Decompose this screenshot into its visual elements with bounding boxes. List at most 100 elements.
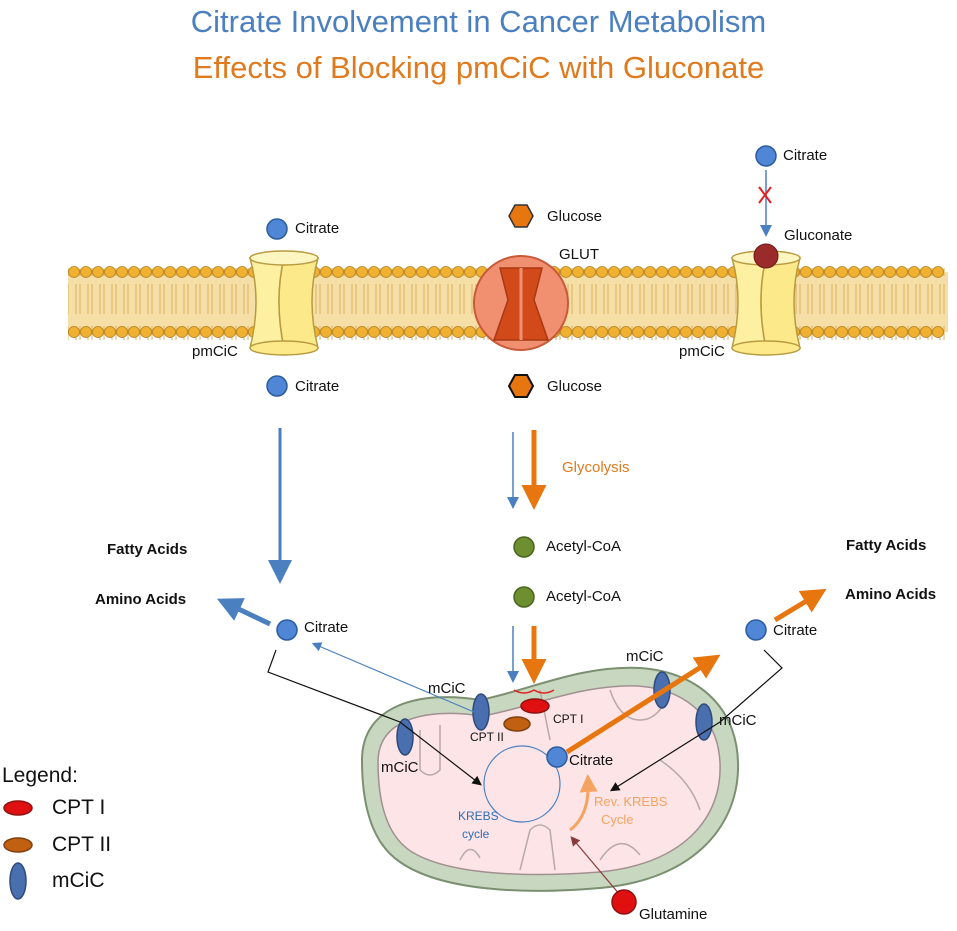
lipid-head — [368, 326, 380, 338]
lipid-head — [152, 326, 164, 338]
citrate-label-right: Citrate — [773, 622, 818, 639]
lipid-head — [224, 266, 236, 278]
lipid-head — [164, 326, 176, 338]
lipid-head — [692, 266, 704, 278]
lipid-head — [380, 266, 392, 278]
fatty-acids-label-right: Fatty Acids — [846, 537, 927, 554]
lipid-head — [620, 266, 632, 278]
lipid-head — [872, 266, 884, 278]
lipid-head — [800, 326, 812, 338]
lipid-head — [128, 266, 140, 278]
mcic-label-upper-left: mCiC — [428, 680, 466, 697]
lipid-head — [716, 326, 728, 338]
citrate-label-cytosol: Citrate — [295, 378, 340, 395]
citrate-molecule-outside — [266, 218, 288, 240]
lipid-head — [320, 326, 332, 338]
pmcic-transporter-left — [249, 250, 319, 356]
lipid-head — [140, 266, 152, 278]
citrate-label-left: Citrate — [304, 619, 349, 636]
lipid-head — [656, 326, 668, 338]
legend-item-cpt1: CPT I — [52, 796, 106, 819]
glucose-molecule-outside — [508, 204, 534, 228]
glucose-label-outside: Glucose — [547, 208, 603, 225]
lipid-head — [836, 266, 848, 278]
mcic-label-right: mCiC — [719, 712, 757, 729]
lipid-head — [920, 266, 932, 278]
citrate-molecule-left — [276, 619, 298, 641]
lipid-head — [200, 266, 212, 278]
lipid-head — [380, 326, 392, 338]
lipid-head — [620, 326, 632, 338]
citrate-export-orange-arrow — [565, 654, 721, 755]
glutamine-arrow — [570, 836, 621, 896]
legend-cpt1-icon — [3, 800, 33, 816]
legend-mcic-icon — [9, 862, 27, 900]
pmcic-label-right: pmCiC — [679, 343, 725, 360]
lipid-head — [212, 326, 224, 338]
lipid-head — [392, 266, 404, 278]
inhibition-bracket — [513, 689, 555, 694]
lipid-head — [332, 266, 344, 278]
lipid-head — [704, 326, 716, 338]
legend-title: Legend: — [2, 764, 78, 787]
citrate-to-fatty-acids-arrow — [216, 598, 272, 627]
lipid-head — [452, 326, 464, 338]
krebs-label-line1: KREBS — [458, 809, 499, 823]
lipid-head — [668, 266, 680, 278]
lipid-head — [596, 326, 608, 338]
lipid-head — [632, 266, 644, 278]
lipid-head — [848, 326, 860, 338]
lipid-head — [428, 326, 440, 338]
lipid-head — [560, 326, 572, 338]
citrate-label-mitochondrial: Citrate — [569, 752, 614, 769]
lipid-head — [440, 326, 452, 338]
lipid-head — [584, 266, 596, 278]
citrate-molecule-mitochondrial — [546, 746, 568, 768]
right-citrate-import-arrow — [609, 649, 783, 792]
glycolysis-label: Glycolysis — [562, 459, 630, 476]
lipid-head — [716, 266, 728, 278]
krebs-cycle-circle — [483, 745, 561, 823]
lipid-head — [428, 266, 440, 278]
legend-item-cpt2: CPT II — [52, 833, 112, 856]
lipid-head — [200, 326, 212, 338]
pmcic-label-left: pmCiC — [192, 343, 238, 360]
amino-acids-label-left: Amino Acids — [95, 591, 187, 608]
legend-item-mcic: mCiC — [52, 869, 105, 892]
left-citrate-import-arrow — [267, 649, 482, 786]
title-line-2: Effects of Blocking pmCiC with Gluconate — [192, 50, 765, 85]
glutamine-label: Glutamine — [639, 906, 708, 923]
lipid-head — [908, 326, 920, 338]
lipid-head — [812, 266, 824, 278]
cpt2-enzyme — [503, 716, 531, 732]
lipid-head — [344, 326, 356, 338]
lipid-head — [860, 266, 872, 278]
lipid-head — [92, 266, 104, 278]
lipid-head — [164, 266, 176, 278]
lipid-head — [800, 266, 812, 278]
lipid-head — [80, 326, 92, 338]
lipid-head — [404, 266, 416, 278]
glutamine-molecule — [611, 889, 637, 915]
acetyl-coa-label-1: Acetyl-CoA — [546, 538, 622, 555]
lipid-head — [416, 266, 428, 278]
acetyl-coa-molecule-1 — [513, 536, 535, 558]
acetyl-coa-molecule-2 — [513, 586, 535, 608]
lipid-head — [848, 266, 860, 278]
lipid-head — [872, 326, 884, 338]
lipid-head — [236, 326, 248, 338]
pmcic-transporter-right — [731, 250, 801, 356]
glucose-label-inside: Glucose — [547, 378, 603, 395]
cpt1-enzyme — [520, 698, 550, 714]
rev-krebs-arrow — [569, 774, 598, 832]
lipid-head — [176, 326, 188, 338]
lipid-head — [668, 326, 680, 338]
amino-acids-label-right: Amino Acids — [845, 586, 937, 603]
lipid-head — [68, 266, 80, 278]
lipid-head — [344, 266, 356, 278]
lipid-head — [632, 326, 644, 338]
legend-cpt2-icon — [3, 837, 33, 853]
lipid-head — [152, 266, 164, 278]
